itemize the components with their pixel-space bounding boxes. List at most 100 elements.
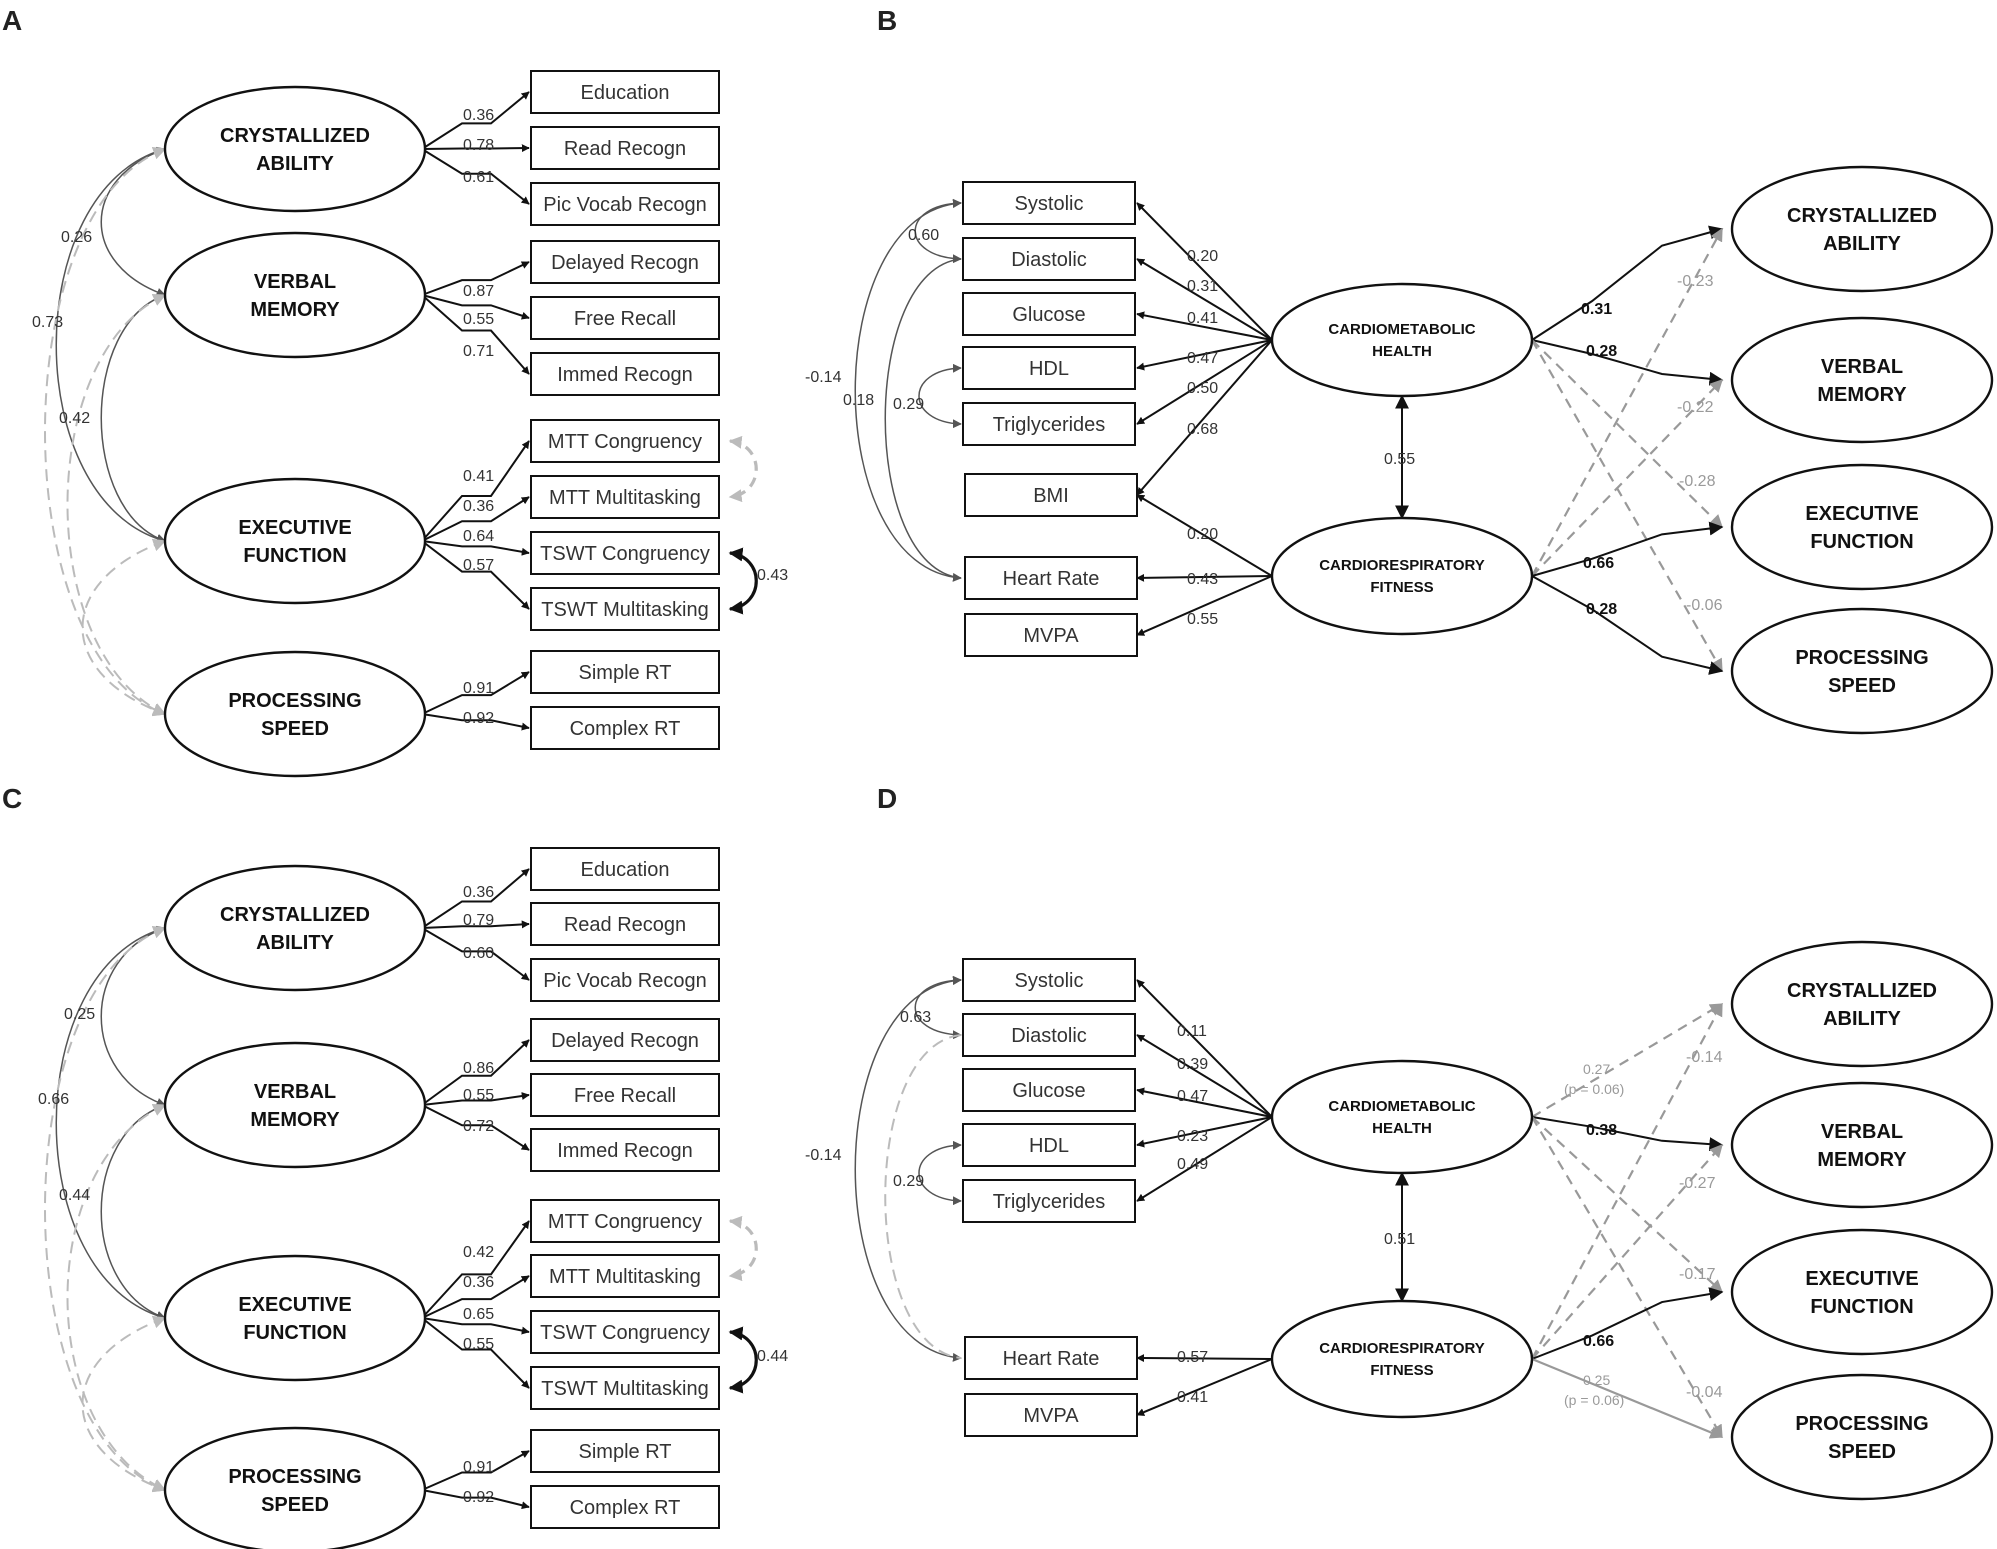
outcome-processing-speed <box>1730 1373 1994 1501</box>
indicator-pic-vocab-recogn <box>530 182 720 226</box>
indicator-delayed-recogn-label: Delayed Recogn <box>551 252 699 274</box>
loading-label-delayed-recogn: 0.87 <box>463 283 494 300</box>
latent-cardiorespiratory-fitness-label: CARDIORESPIRATORY <box>1319 1340 1485 1357</box>
loading-label-mtt-multitasking: 0.36 <box>463 498 494 515</box>
corr-label-vm-ef: 0.42 <box>59 410 90 427</box>
loading-label-mtt-multitasking: 0.36 <box>463 1274 494 1291</box>
path-label-ch-cr: 0.27 <box>1583 1061 1610 1077</box>
indicator-tswt-multitasking-label: TSWT Multitasking <box>541 1378 708 1400</box>
cf-loading-mvpa: 0.41 <box>1177 1389 1208 1406</box>
outcome-executive-function <box>1730 463 1994 591</box>
indicator-education-label: Education <box>581 859 670 881</box>
loading-label-mtt-congruency: 0.41 <box>463 468 494 485</box>
cf-loading-bmi: 0.20 <box>1187 526 1218 543</box>
corr-vm-ef <box>100 1103 166 1320</box>
indicator-education-label: Education <box>581 82 670 104</box>
corr-label-vm-ef: 0.44 <box>59 1187 90 1204</box>
corr-label-sys-hr: -0.14 <box>805 369 842 386</box>
indicator-simple-rt <box>530 1429 720 1473</box>
indicator-free-recall-label: Free Recall <box>574 308 676 330</box>
indicator-read-recogn-label: Read Recogn <box>564 138 686 160</box>
indicator-triglycerides <box>962 1179 1136 1223</box>
loading-path <box>421 294 530 375</box>
latent-processing-speed-label: PROCESSING <box>228 690 361 712</box>
loading-path <box>421 440 530 542</box>
loading-label-tswt-multitasking: 0.55 <box>463 1336 494 1353</box>
indicator-glucose-label: Glucose <box>1012 304 1085 326</box>
latent-executive-function-label: FUNCTION <box>243 1322 346 1344</box>
corr-vm-ef <box>100 293 166 543</box>
outcome-processing-speed-label: SPEED <box>1828 1441 1896 1463</box>
indicator-free-recall <box>530 296 720 340</box>
latent-verbal-memory-label: VERBAL <box>254 271 336 293</box>
indicator-systolic-label: Systolic <box>1015 970 1084 992</box>
latent-processing-speed <box>163 650 427 778</box>
path-label-cf-ps: 0.28 <box>1586 601 1617 618</box>
loading-path <box>421 1450 530 1491</box>
corr-label-dia-hr: 0.18 <box>843 392 874 409</box>
loading-path <box>1136 1116 1273 1202</box>
indicator-immed-recogn <box>530 1128 720 1172</box>
outcome-executive-function-label: EXECUTIVE <box>1805 1268 1918 1290</box>
outcome-crystallized-ability <box>1730 165 1994 293</box>
loading-path <box>421 540 530 610</box>
path-label-cf-ef: 0.66 <box>1583 555 1614 572</box>
path-label-cf-cr: -0.14 <box>1686 1049 1723 1066</box>
indicator-pic-vocab-recogn-label: Pic Vocab Recogn <box>543 194 706 216</box>
indicator-delayed-recogn <box>530 1018 720 1062</box>
corr-sys-dia <box>914 198 962 264</box>
loading-label-read-recogn: 0.79 <box>463 912 494 929</box>
path-ch-vm <box>1531 1116 1724 1152</box>
path-cf-ef <box>1531 1287 1724 1360</box>
ch-loading-systolic: 0.20 <box>1187 248 1218 265</box>
loading-path <box>421 1317 530 1389</box>
indicator-mvpa-label: MVPA <box>1023 1405 1079 1427</box>
latent-crystallized-ability-label: ABILITY <box>256 932 334 954</box>
latent-verbal-memory-label: MEMORY <box>250 1109 340 1131</box>
resid-mtt <box>728 1215 758 1282</box>
indicator-complex-rt-label: Complex RT <box>570 718 681 740</box>
corr-label-sys-hr: -0.14 <box>805 1147 842 1164</box>
loading-path <box>1136 339 1273 425</box>
ch-loading-hdl: 0.47 <box>1187 350 1218 367</box>
corr-label-cr-ef: 0.66 <box>38 1091 69 1108</box>
outcome-processing-speed-label: SPEED <box>1828 675 1896 697</box>
loading-label-free-recall: 0.55 <box>463 311 494 328</box>
corr-cr-vm <box>100 147 166 297</box>
loading-path <box>421 294 530 320</box>
latent-cardiorespiratory-fitness-label: FITNESS <box>1370 1362 1433 1379</box>
indicator-simple-rt <box>530 650 720 694</box>
indicator-glucose <box>962 1068 1136 1112</box>
indicator-mtt-multitasking-label: MTT Multitasking <box>549 1266 701 1288</box>
path-ch-cr <box>1531 1003 1724 1118</box>
latent-cardiorespiratory-fitness <box>1270 1299 1534 1419</box>
latent-verbal-memory-label: MEMORY <box>250 299 340 321</box>
path-cf-ef <box>1531 521 1724 577</box>
indicator-systolic <box>962 958 1136 1002</box>
loading-label-complex-rt: 0.92 <box>463 710 494 727</box>
loading-label-simple-rt: 0.91 <box>463 680 494 697</box>
indicator-mtt-multitasking-label: MTT Multitasking <box>549 487 701 509</box>
loading-path <box>1136 979 1273 1118</box>
corr-hdl-tri <box>918 363 962 429</box>
indicator-simple-rt-label: Simple RT <box>579 1441 672 1463</box>
loading-label-tswt-congruency: 0.65 <box>463 1306 494 1323</box>
indicator-hdl-label: HDL <box>1029 358 1069 380</box>
loading-path <box>1136 573 1273 582</box>
loading-path <box>1136 339 1273 496</box>
latent-verbal-memory <box>163 231 427 359</box>
corr-cr-ef <box>55 925 166 1321</box>
resid-mtt <box>728 435 758 503</box>
outcome-verbal-memory <box>1730 316 1994 444</box>
loading-path <box>421 91 530 150</box>
corr-label-hdl-tri: 0.29 <box>893 396 924 413</box>
ch-loading-glucose: 0.47 <box>1177 1088 1208 1105</box>
indicator-heart-rate <box>964 556 1138 600</box>
path-ch-cr <box>1531 225 1724 341</box>
latent-crystallized-ability <box>163 864 427 992</box>
path-cf-vm <box>1531 379 1723 577</box>
loading-path <box>421 1104 530 1151</box>
latent-cardiometabolic-health <box>1270 282 1534 398</box>
loading-path <box>421 261 530 296</box>
